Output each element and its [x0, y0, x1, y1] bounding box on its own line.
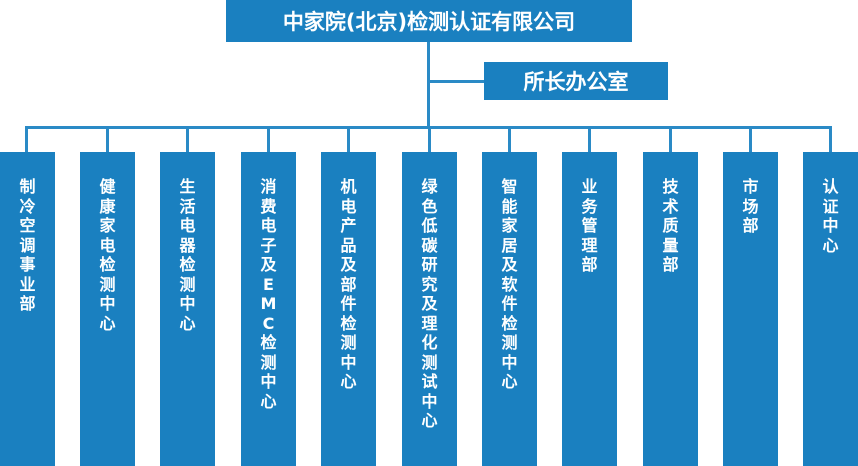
department-box: 消费电子及EMC检测中心: [241, 152, 296, 466]
department-label: 绿色低碳研究及理化测试中心: [421, 177, 438, 430]
root-company-label: 中家院(北京)检测认证有限公司: [282, 10, 576, 34]
trunk-connector: [427, 42, 430, 128]
department-box: 机电产品及部件检测中心: [321, 152, 376, 466]
department-label: 技术质量部: [662, 177, 679, 274]
office-connector: [427, 80, 484, 83]
department-drop-connector: [186, 126, 189, 152]
department-drop-connector: [749, 126, 752, 152]
department-drop-connector: [508, 126, 511, 152]
department-drop-connector: [106, 126, 109, 152]
department-box: 业务管理部: [562, 152, 617, 466]
department-drop-connector: [347, 126, 350, 152]
directors-office-label: 所长办公室: [523, 70, 629, 94]
department-box: 生活电器检测中心: [160, 152, 215, 466]
department-label: 消费电子及EMC检测中心: [260, 177, 277, 411]
department-label: 认证中心: [822, 177, 839, 255]
department-label: 健康家电检测中心: [99, 177, 116, 333]
department-drop-connector: [267, 126, 270, 152]
department-box: 市场部: [723, 152, 778, 466]
root-company-box: 中家院(北京)检测认证有限公司: [226, 0, 632, 42]
department-box: 制冷空调事业部: [0, 152, 55, 466]
department-drop-connector: [428, 126, 431, 152]
department-label: 业务管理部: [581, 177, 598, 274]
department-box: 技术质量部: [643, 152, 698, 466]
department-box: 绿色低碳研究及理化测试中心: [402, 152, 457, 466]
department-drop-connector: [669, 126, 672, 152]
department-label: 市场部: [742, 177, 759, 235]
directors-office-box: 所长办公室: [484, 62, 668, 100]
department-label: 生活电器检测中心: [179, 177, 196, 333]
department-drop-connector: [588, 126, 591, 152]
department-label: 制冷空调事业部: [19, 177, 36, 313]
department-label: 智能家居及软件检测中心: [501, 177, 518, 391]
department-box: 智能家居及软件检测中心: [482, 152, 537, 466]
department-drop-connector: [25, 126, 28, 152]
department-box: 认证中心: [803, 152, 858, 466]
department-box: 健康家电检测中心: [80, 152, 135, 466]
department-drop-connector: [829, 126, 832, 152]
department-label: 机电产品及部件检测中心: [340, 177, 357, 391]
